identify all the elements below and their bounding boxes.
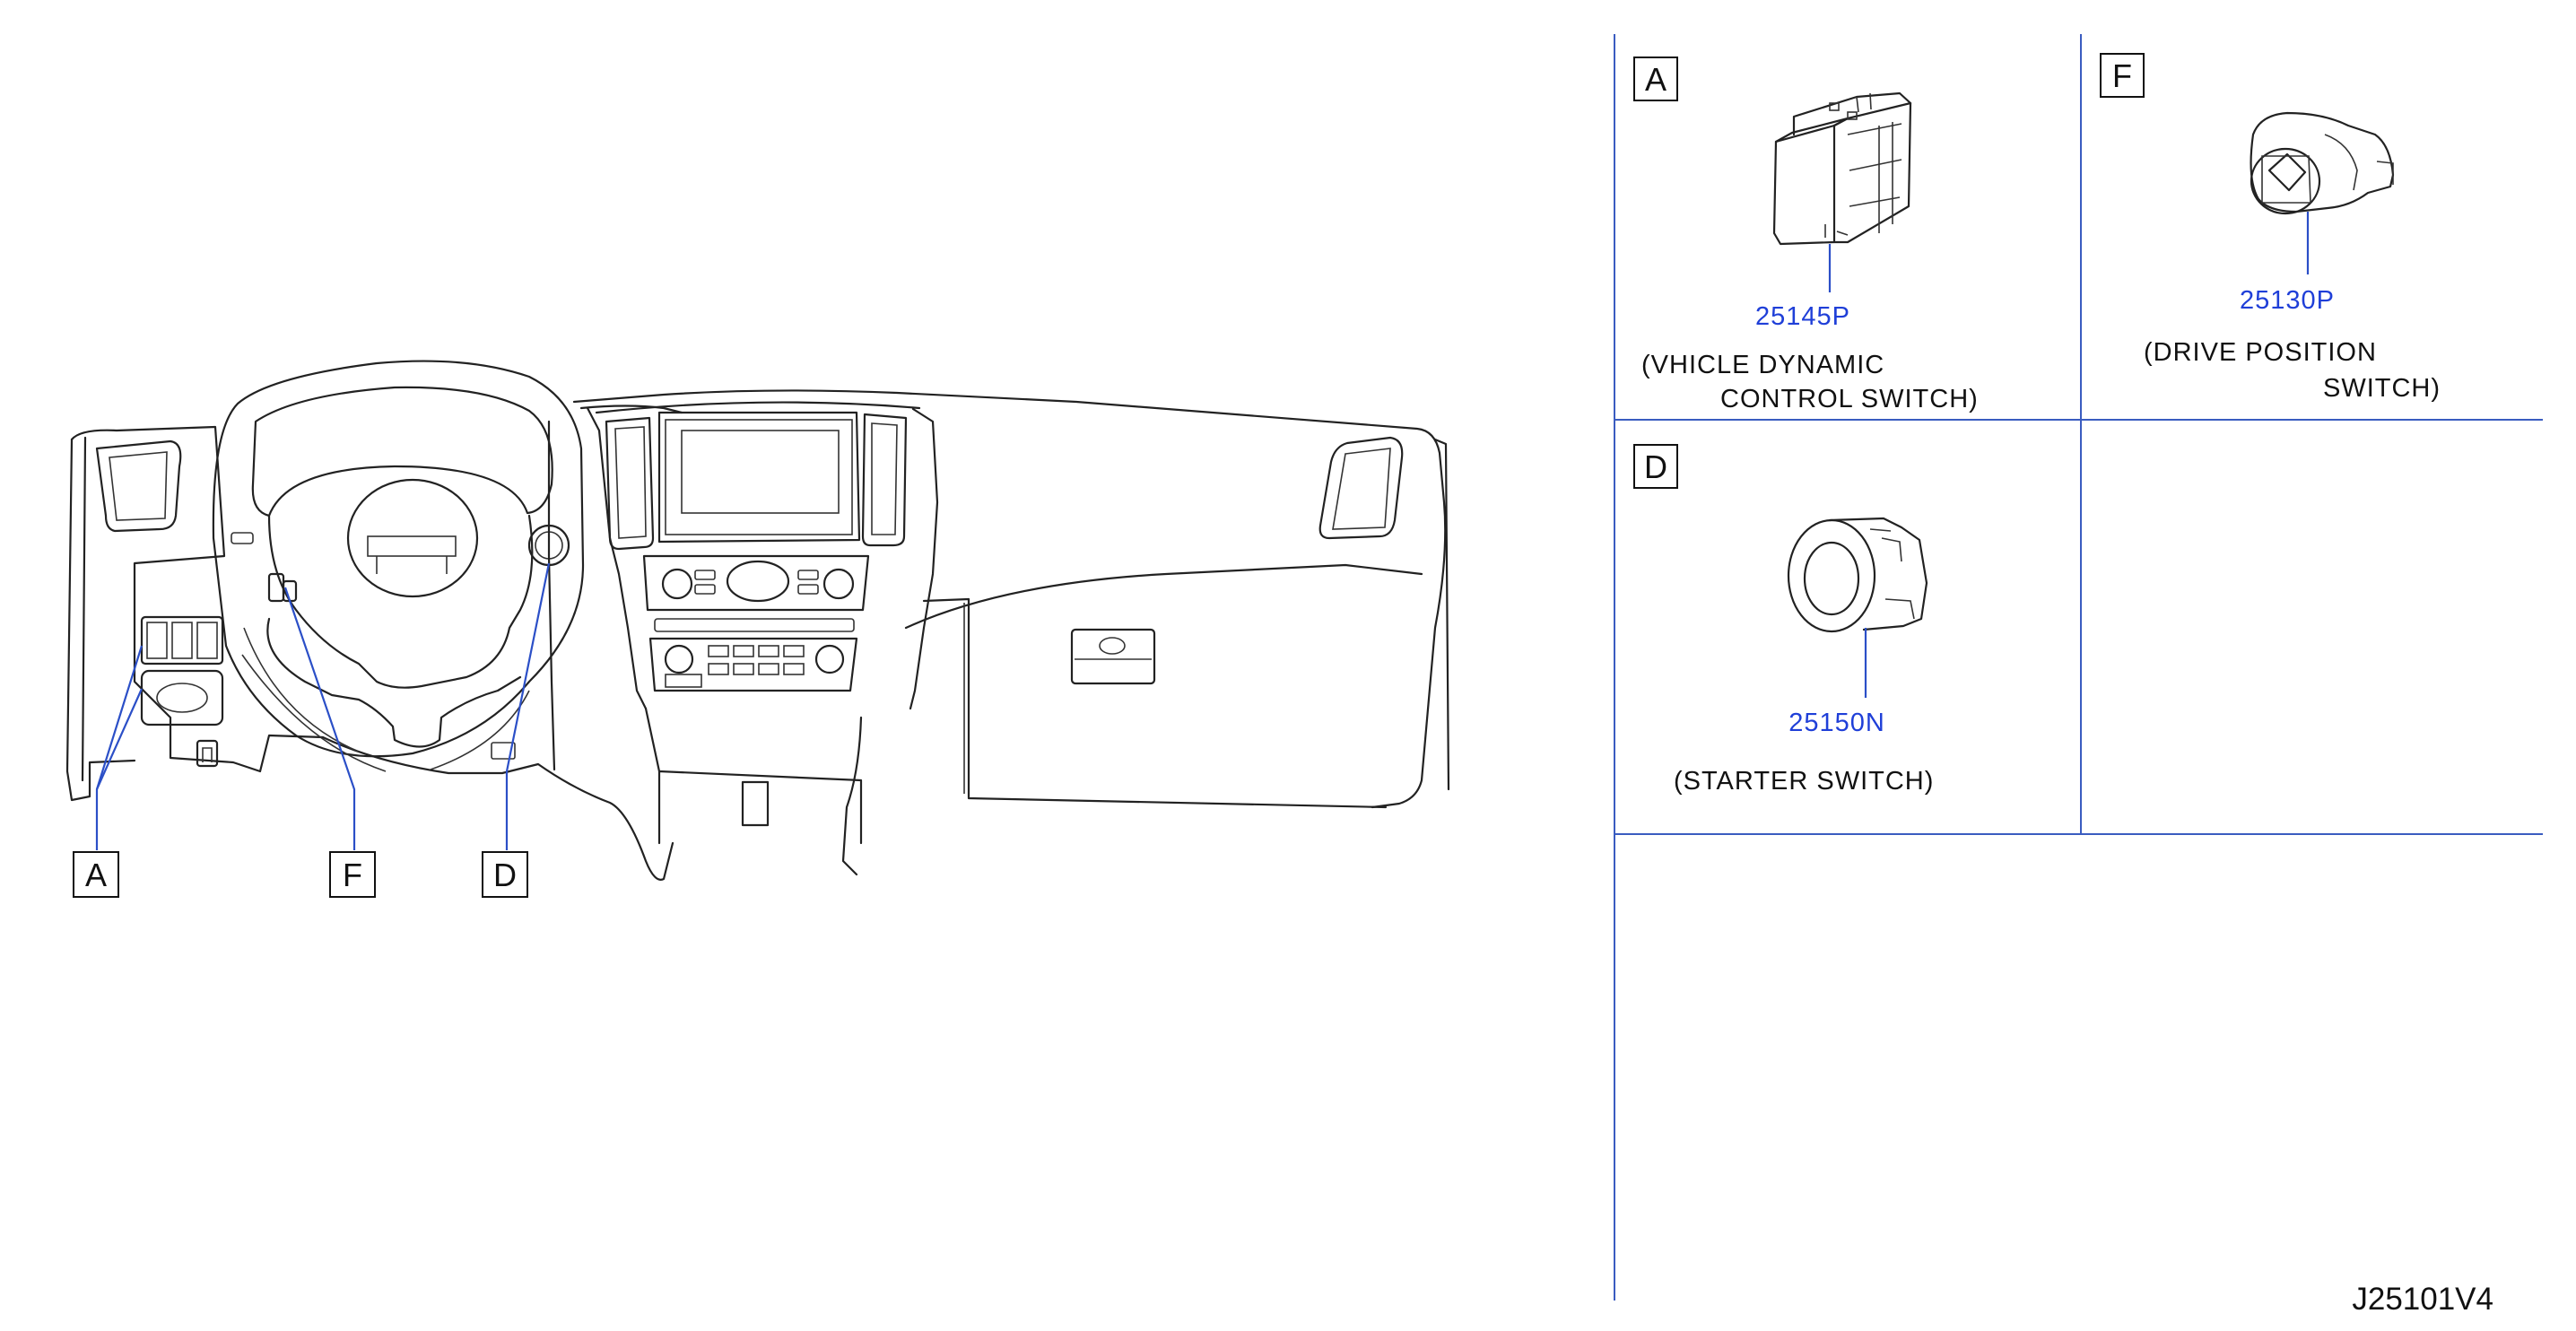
vdc-part-number: 25145P — [1755, 302, 1850, 331]
panel-a-tag — [1633, 57, 1678, 101]
vdc-desc-line1: (VHICLE DYNAMIC — [1641, 351, 1884, 379]
callout-d-label: D — [493, 857, 517, 893]
callout-d-box — [482, 851, 528, 898]
vdc-desc-line2: CONTROL SWITCH) — [1720, 385, 1979, 413]
panel-f: F 25130P (DRIVE POSITION SWITCH) — [2100, 53, 2441, 403]
drive-position-desc-line1: (DRIVE POSITION — [2144, 338, 2377, 367]
callout-a-box — [73, 851, 119, 898]
drive-position-part-number: 25130P — [2240, 286, 2335, 315]
overview-callouts: A F D — [73, 851, 528, 898]
panel-a-tag-label: A — [1645, 61, 1667, 98]
starter-switch-illustration — [1787, 517, 1928, 633]
panel-d: D 25150N (STARTER SWITCH) — [1633, 444, 1934, 796]
callout-f-box — [329, 851, 376, 898]
diagram-code: J25101V4 — [2352, 1282, 2493, 1317]
panel-d-tag — [1633, 444, 1678, 489]
panel-a: A 25145P (VHICLE DYNAMIC CONTROL SWITCH) — [1633, 57, 1979, 413]
drive-position-switch-illustration — [2250, 111, 2395, 215]
panel-f-tag-label: F — [2112, 57, 2132, 94]
panel-f-tag — [2100, 53, 2145, 98]
callout-a-label: A — [85, 857, 107, 893]
starter-part-number: 25150N — [1788, 709, 1885, 737]
panel-d-tag-label: D — [1644, 448, 1667, 485]
panel-grid — [1614, 34, 2543, 1301]
starter-desc-line1: (STARTER SWITCH) — [1674, 767, 1934, 796]
callout-f-label: F — [343, 857, 362, 893]
vdc-switch-illustration — [1772, 91, 1912, 246]
dashboard-drawing — [65, 360, 1450, 881]
overview-leaders — [95, 562, 551, 850]
drive-position-desc-line2: SWITCH) — [2323, 374, 2441, 403]
